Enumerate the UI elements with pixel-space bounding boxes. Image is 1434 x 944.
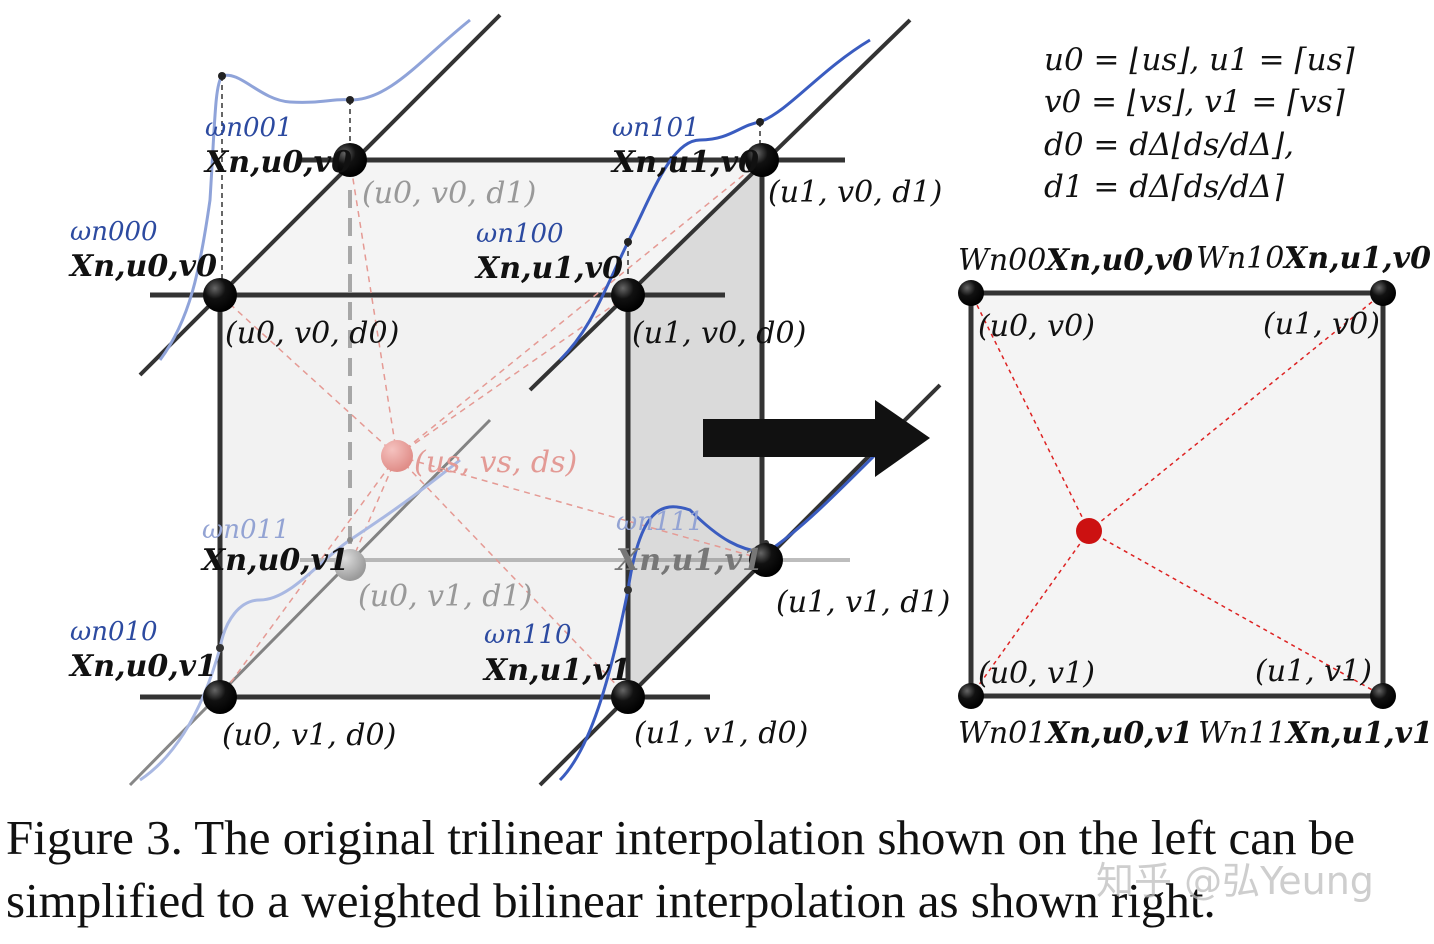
weight-label-n110: ωn110 — [484, 620, 572, 650]
feature-label-u0v1-front: Xn,u0,v1 — [68, 649, 217, 684]
vertex-u0v0d1 — [333, 143, 367, 177]
figure-caption: Figure 3. The original trilinear interpo… — [6, 810, 1355, 928]
sample-point — [381, 440, 413, 472]
coord-label-u1v1d1: (u1, v1, d1) — [776, 585, 950, 620]
vertex-u1v0d1 — [745, 143, 779, 177]
feature-label-u0v1-back: Xn,u0,v1 — [200, 543, 349, 578]
weight-label-n001: ωn001 — [205, 113, 293, 143]
feature-label-u0v1: Xn,u0,v1 — [1044, 716, 1193, 751]
feature-label-u0v0-front: Xn,u0,v0 — [68, 249, 217, 284]
feature-label-u0v0: Xn,u0,v0 — [1044, 243, 1193, 278]
coord-label-u1v1d0: (u1, v1, d0) — [634, 716, 808, 751]
weight-label-n00: Wn00 — [958, 243, 1046, 278]
bilinear-diagram: Wn00 Xn,u0,v0 Wn10 Xn,u1,v0 (u0, v0) (u1… — [958, 241, 1433, 751]
formula-line-3: d0 = dΔ⌊ds/dΔ⌋, — [1044, 127, 1294, 163]
weight-label-n01: Wn01 — [958, 716, 1046, 751]
coord-label-u1v0d0: (u1, v0, d0) — [632, 316, 806, 351]
coord-label-sample: (us, vs, ds) — [414, 445, 577, 480]
vertex-u0v1d1 — [334, 549, 366, 581]
coord-label-u0v1d0: (u0, v1, d0) — [222, 718, 396, 753]
weight-label-n101: ωn101 — [612, 113, 700, 143]
simplification-arrow — [703, 400, 930, 477]
cube-diagram: ωn001 Xn,u0,v0 (u0, v0, d1) ωn101 Xn,u1,… — [68, 13, 950, 787]
bilinear-corner-u1v1 — [1370, 683, 1396, 709]
formula-block: u0 = ⌊us⌋, u1 = ⌈us⌉ v0 = ⌊vs⌋, v1 = ⌈vs… — [1044, 42, 1355, 205]
formula-line-4: d1 = dΔ⌈ds/dΔ⌉ — [1044, 169, 1285, 205]
weight-label-n011: ωn011 — [202, 515, 290, 545]
curve-markers — [216, 72, 769, 652]
vertex-u1v0d0 — [611, 278, 645, 312]
vertex-u1v1d1 — [749, 543, 783, 577]
formula-line-1: u0 = ⌊us⌋, u1 = ⌈us⌉ — [1044, 42, 1355, 78]
feature-label-u1v1-front: Xn,u1,v1 — [482, 653, 631, 688]
depth-rail-u1v0 — [528, 18, 912, 392]
bilinear-sample-point — [1076, 518, 1102, 544]
coord-label-u1v1: (u1, v1) — [1255, 654, 1372, 689]
feature-label-u0v0-top: Xn,u0,v0 — [203, 145, 352, 180]
coord-label-u0v0: (u0, v0) — [978, 309, 1095, 344]
weight-label-n111: ωn111 — [616, 507, 704, 537]
coord-label-u0v0d1: (u0, v0, d1) — [362, 176, 536, 211]
feature-label-u1v0-front: Xn,u1,v0 — [474, 251, 623, 286]
coord-label-u0v0d0: (u0, v0, d0) — [225, 316, 399, 351]
bilinear-lines — [970, 292, 1384, 697]
weight-label-n10: Wn10 — [1196, 241, 1284, 276]
bilinear-corner-u1v0 — [1370, 280, 1396, 306]
coord-label-u0v1d1: (u0, v1, d1) — [358, 579, 532, 614]
coord-label-u1v0d1: (u1, v0, d1) — [768, 175, 942, 210]
weight-curves — [139, 18, 892, 782]
coord-label-u1v0: (u1, v0) — [1263, 307, 1380, 342]
weight-label-n11: Wn11 — [1198, 716, 1286, 751]
formula-line-2: v0 = ⌊vs⌋, v1 = ⌈vs⌉ — [1044, 84, 1346, 120]
watermark: 知乎 @弘Yeung — [1096, 859, 1374, 903]
weight-label-n000: ωn000 — [70, 217, 158, 247]
bilinear-corner-u0v1 — [958, 683, 984, 709]
coord-label-u0v1: (u0, v1) — [978, 656, 1095, 691]
vertex-u0v0d0 — [203, 278, 237, 312]
weight-label-n010: ωn010 — [70, 617, 158, 647]
cube-front-face — [220, 295, 628, 697]
bilinear-corner-u0v0 — [958, 280, 984, 306]
bilinear-square — [968, 290, 1386, 699]
feature-label-u1v1-back: Xn,u1,v1 — [614, 543, 763, 578]
weight-label-n100: ωn100 — [476, 219, 564, 249]
vertex-u1v1d0 — [611, 680, 645, 714]
feature-label-u1v1: Xn,u1,v1 — [1284, 716, 1433, 751]
vertex-u0v1d0 — [203, 680, 237, 714]
feature-label-u1v0-top: Xn,u1,v0 — [610, 145, 759, 180]
depth-rail-u0v0 — [138, 13, 502, 377]
feature-label-u1v0: Xn,u1,v0 — [1282, 241, 1431, 276]
